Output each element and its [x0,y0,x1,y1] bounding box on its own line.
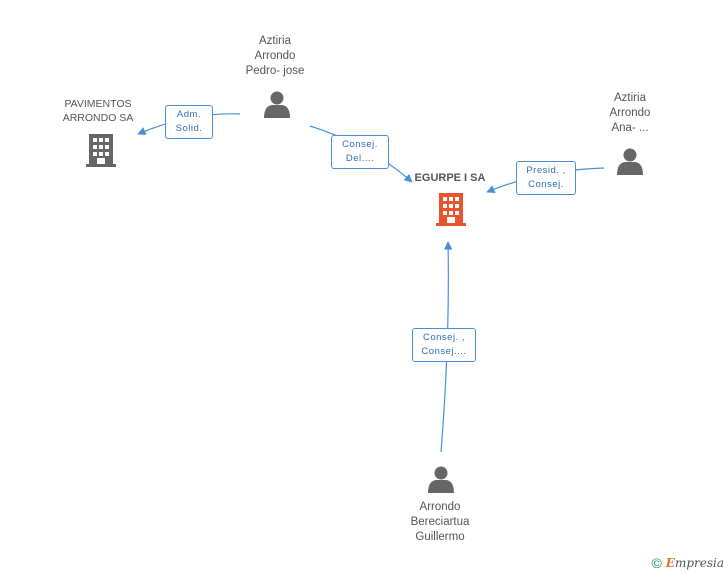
company-label-pavimentos[interactable]: PAVIMENTOS ARRONDO SA [48,97,148,125]
relation-line: Presid. , [526,165,566,176]
name-line: Pedro- jose [245,65,305,77]
brand-footer: © Empresia [651,555,724,571]
name-line: Bereciartua [410,516,470,528]
person-icon[interactable] [264,91,290,119]
relation-line: Consej. , [423,332,465,343]
name-line: Arrondo [419,501,461,513]
name-line: Arrondo [609,107,651,119]
relation-line: Consej.... [421,346,467,357]
main-company-label[interactable]: EGURPE I SA [400,171,500,186]
relation-box-consej-consej[interactable]: Consej. , Consej.... [412,328,476,362]
copyright-icon: © [651,555,662,571]
brand-logo[interactable]: Empresia [666,556,724,570]
company-name-line: ARRONDO SA [62,112,134,124]
name-line: Aztiria [614,92,646,104]
name-line: Arrondo [254,50,296,62]
brand-initial: E [665,556,675,570]
relation-line: Consej. [528,179,564,190]
person-label-pedro[interactable]: Aztiria Arrondo Pedro- jose [230,34,320,79]
relation-line: Adm. [176,109,202,120]
relation-line: Consej. [342,139,378,150]
name-line: Aztiria [259,35,291,47]
brand-name: mpresia [674,556,724,570]
name-line: Ana- ... [611,122,649,134]
name-line: Guillermo [415,531,465,543]
building-icon[interactable] [86,134,116,167]
company-name-line: PAVIMENTOS [64,98,132,110]
person-icon[interactable] [617,148,643,176]
company-name-line: EGURPE I SA [414,172,486,184]
relation-line: Solid. [175,123,203,134]
relation-box-adm-solid[interactable]: Adm. Solid. [165,105,213,139]
person-label-guillermo[interactable]: Arrondo Bereciartua Guillermo [390,500,490,545]
relation-box-consej-del[interactable]: Consej. Del.... [331,135,389,169]
person-label-ana[interactable]: Aztiria Arrondo Ana- ... [585,91,675,136]
relation-line: Del.... [345,153,375,164]
main-company-building-icon[interactable] [436,193,466,226]
relation-box-presid-consej[interactable]: Presid. , Consej. [516,161,576,195]
person-icon[interactable] [428,466,454,494]
